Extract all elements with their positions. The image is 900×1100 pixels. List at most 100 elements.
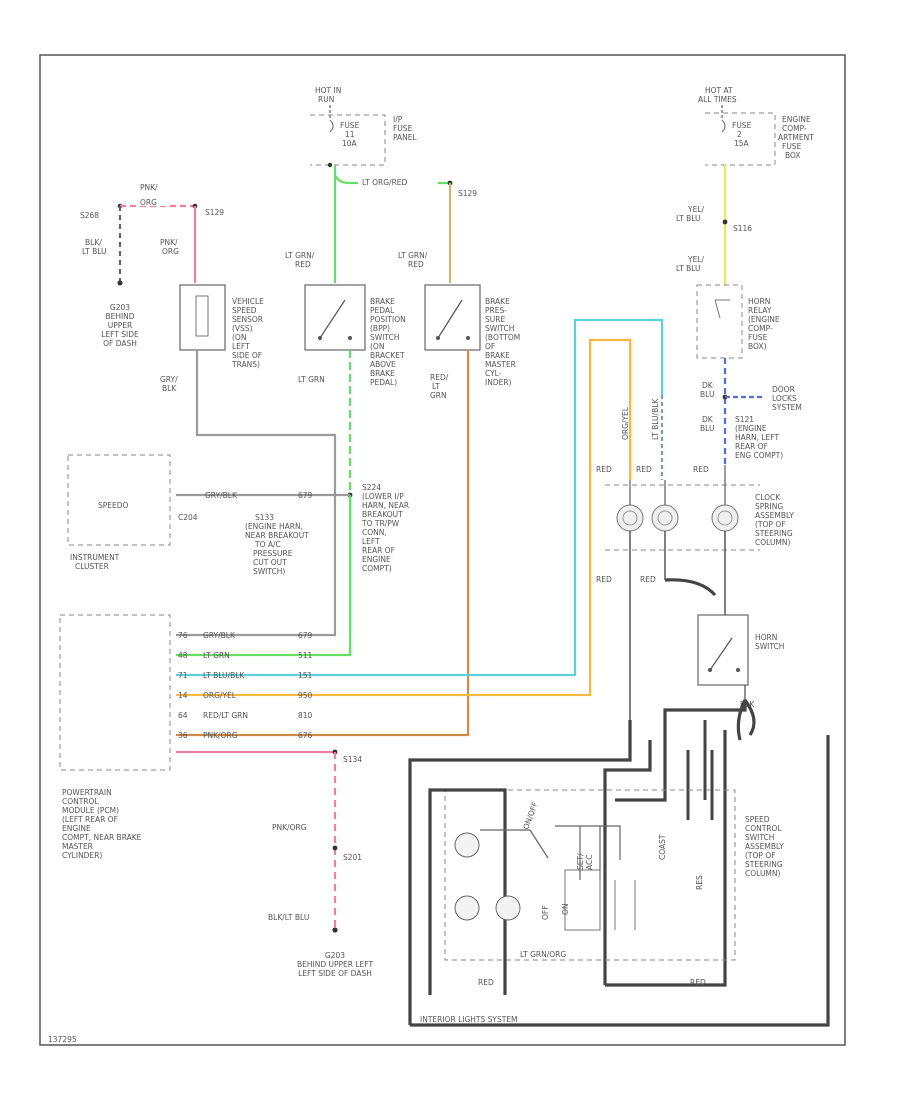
svg-text:COMPT, NEAR BRAKE: COMPT, NEAR BRAKE [62, 833, 142, 842]
svg-text:PRES-: PRES- [485, 306, 507, 315]
svg-text:OF DASH: OF DASH [103, 339, 137, 348]
svg-text:ABOVE: ABOVE [370, 360, 396, 369]
fuse-2-label: FUSE 2 15A [732, 121, 752, 148]
horn-switch-label: HORN SWITCH [755, 633, 784, 651]
clock-spring-assembly [605, 484, 760, 551]
svg-text:RED: RED [408, 260, 424, 269]
svg-text:I/P: I/P [393, 115, 403, 124]
svg-text:TRANS): TRANS) [231, 360, 260, 369]
splice-s116: S116 [733, 224, 752, 233]
svg-text:CYL-: CYL- [485, 369, 502, 378]
svg-text:(BPP): (BPP) [370, 324, 390, 333]
org-yel-vertical-label: ORG/YEL [621, 406, 630, 440]
pcm-circuit-number: 679 [298, 631, 313, 640]
splice-s129b: S129 [458, 189, 477, 198]
pcm-wire-color: GRY/BLK [203, 631, 236, 640]
pcm-wire-color: LT BLU/BLK [203, 671, 245, 680]
powertrain-control-module [59, 614, 171, 771]
res-label: RES [695, 875, 704, 890]
svg-text:SYSTEM: SYSTEM [772, 403, 802, 412]
interior-light-bulbs [454, 832, 521, 921]
splice-s133-label: S133 (ENGINE HARN, NEAR BREAKOUT TO A/C … [245, 513, 309, 576]
lt-blu-blk-vertical-label: LT BLU/BLK [651, 398, 660, 440]
svg-text:ENGINE: ENGINE [62, 824, 91, 833]
coast-label: COAST [658, 834, 667, 860]
svg-text:BRAKE: BRAKE [370, 369, 395, 378]
pcm-wire-color: PNK/ORG [203, 731, 238, 740]
svg-text:BRACKET: BRACKET [370, 351, 405, 360]
svg-text:TO TR/PW: TO TR/PW [361, 519, 400, 528]
svg-text:LT GRN/: LT GRN/ [285, 251, 315, 260]
svg-text:(BOTTOM: (BOTTOM [485, 333, 520, 342]
diagram-border [39, 54, 846, 1046]
svg-text:(ENGINE: (ENGINE [748, 315, 780, 324]
svg-text:LT BLU: LT BLU [82, 247, 107, 256]
svg-text:LOCKS: LOCKS [772, 394, 797, 403]
blk-lt-blu-lower-label: BLK/LT BLU [268, 913, 309, 922]
svg-text:GRY/: GRY/ [160, 375, 178, 384]
svg-text:INSTRUMENT: INSTRUMENT [70, 553, 120, 562]
pcm-circuit-number: 676 [298, 731, 313, 740]
svg-text:PNK/: PNK/ [160, 238, 178, 247]
svg-text:ENGINE: ENGINE [362, 555, 391, 564]
svg-text:DK: DK [702, 415, 714, 424]
fuse-11-label: FUSE 11 10A [340, 121, 360, 148]
svg-text:PEDAL): PEDAL) [370, 378, 397, 387]
lt-org-red-wire [333, 174, 450, 185]
svg-text:COMP-: COMP- [782, 124, 807, 133]
svg-text:RED: RED [295, 260, 311, 269]
lt-orange-wire-label: LT ORG/RED [362, 178, 408, 187]
vehicle-speed-sensor [179, 284, 226, 351]
svg-text:BLK: BLK [162, 384, 177, 393]
lt-grn-red-label-2: LT GRN/ RED [398, 251, 428, 269]
svg-text:DK: DK [702, 381, 714, 390]
svg-text:REAR OF: REAR OF [735, 442, 768, 451]
red-label-1: RED [596, 465, 612, 474]
speedo-label: SPEEDO [98, 501, 129, 510]
pcm-pin-number: 36 [178, 731, 188, 740]
connector-c204: C204 [178, 513, 198, 522]
svg-text:MASTER: MASTER [62, 842, 93, 851]
svg-text:11: 11 [345, 130, 355, 139]
svg-text:LEFT: LEFT [232, 342, 250, 351]
red-label-2: RED [636, 465, 652, 474]
svg-text:10A: 10A [342, 139, 358, 148]
svg-text:LEFT SIDE OF DASH: LEFT SIDE OF DASH [298, 969, 372, 978]
yel-lt-blu-label-2: YEL/ LT BLU [676, 255, 704, 273]
svg-text:FUSE: FUSE [748, 333, 768, 342]
svg-text:HARN, NEAR: HARN, NEAR [362, 501, 409, 510]
svg-text:LEFT: LEFT [362, 537, 380, 546]
svg-text:BOX): BOX) [748, 342, 767, 351]
brake-pedal-position-switch [304, 284, 366, 351]
hot-in-run-label: HOT IN RUN [315, 86, 341, 104]
svg-text:G203: G203 [325, 951, 345, 960]
svg-text:CLOCK: CLOCK [755, 493, 781, 502]
svg-text:CLUSTER: CLUSTER [75, 562, 109, 571]
ground-g203-bottom-label: G203 BEHIND UPPER LEFT LEFT SIDE OF DASH [297, 951, 373, 978]
svg-text:STEERING: STEERING [755, 529, 793, 538]
pcm-circuit-number: 810 [298, 711, 313, 720]
instrument-cluster [67, 454, 171, 546]
svg-text:S133: S133 [255, 513, 274, 522]
red-label-5: RED [640, 575, 656, 584]
engine-compartment-fuse-box-label: ENGINE COMP- ARTMENT FUSE BOX [778, 115, 814, 160]
svg-text:SPEED: SPEED [745, 815, 770, 824]
steering-column-harness [408, 720, 632, 1025]
svg-text:YEL/: YEL/ [687, 205, 704, 214]
svg-text:RUN: RUN [318, 95, 334, 104]
svg-text:COLUMN): COLUMN) [755, 538, 791, 547]
svg-text:NEAR BREAKOUT: NEAR BREAKOUT [245, 531, 309, 540]
red-label-3: RED [693, 465, 709, 474]
svg-text:S121: S121 [735, 415, 754, 424]
figure-code: 137295 [48, 1035, 77, 1044]
svg-text:ORG: ORG [140, 198, 157, 207]
svg-text:BREAKOUT: BREAKOUT [362, 510, 403, 519]
pcm-wire-color: LT GRN [203, 651, 230, 660]
on-off-label: ON/OFF [521, 801, 539, 831]
svg-text:PNK/: PNK/ [140, 183, 158, 192]
svg-text:LEFT SIDE: LEFT SIDE [101, 330, 139, 339]
svg-text:(ON: (ON [232, 333, 246, 342]
